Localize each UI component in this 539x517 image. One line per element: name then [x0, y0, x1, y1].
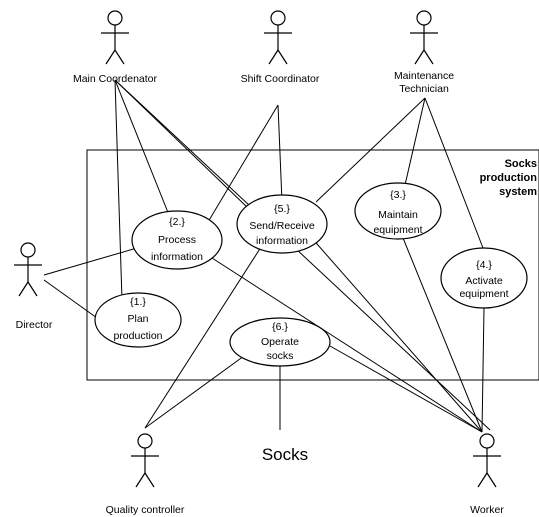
line-maint-uc3: [404, 97, 426, 186]
actor-label-director: Director: [16, 319, 53, 331]
association-lines: [43, 79, 491, 433]
uc3-line1: Maintain: [378, 209, 418, 221]
line-qc-uc5: [144, 243, 264, 429]
uc5-number: {5.}: [274, 203, 290, 215]
uc2-number: {2.}: [169, 216, 185, 228]
uc6-line2: socks: [267, 350, 294, 362]
system-title-line3: system: [499, 186, 537, 198]
line-worker-uc3: [402, 237, 483, 433]
uc1-line2: production: [113, 330, 162, 342]
actor-icon: [410, 10, 438, 65]
actor-shift-coordinator: Shift Coordinator: [241, 10, 320, 85]
actor-quality-controller: Quality controller: [106, 433, 185, 516]
actor-label-shift-coordinator: Shift Coordinator: [241, 73, 320, 85]
actor-label-quality-controller: Quality controller: [106, 504, 185, 516]
use-case-6: {6.} Operate socks: [229, 317, 331, 367]
uc2-line1: Process: [158, 234, 196, 246]
system-boundary: [86, 149, 539, 381]
actor-icon: [14, 242, 42, 297]
line-shiftcoord-uc5: [277, 104, 283, 203]
uc6-line1: Operate: [261, 336, 299, 348]
actor-label-maintenance-line1: Maintenance: [394, 70, 454, 82]
uc5-line2: information: [256, 235, 308, 247]
actor-icon: [264, 10, 292, 65]
use-case-5: {5.} Send/Receive information: [236, 194, 328, 254]
line-qc-uc6: [144, 355, 245, 429]
uc3-line2: equipment: [373, 224, 422, 236]
line-director-uc1: [43, 279, 98, 319]
actor-icon: [131, 433, 159, 488]
line-maint-uc5: [315, 97, 426, 203]
actor-icon: [473, 433, 501, 488]
actor-worker: Worker: [470, 433, 504, 516]
use-case-1: {1.} Plan production: [94, 292, 182, 348]
line-shiftcoord-uc2: [207, 104, 279, 223]
line-maincoord-worker: [114, 79, 491, 431]
uc1-line1: Plan: [127, 313, 148, 325]
uc6-number: {6.}: [272, 321, 288, 333]
actor-label-worker: Worker: [470, 504, 504, 516]
system-title-line1: Socks: [505, 158, 537, 170]
uc3-number: {3.}: [390, 189, 406, 201]
line-director-uc2: [43, 247, 138, 276]
line-worker-uc4: [481, 307, 485, 433]
uc4-number: {4.}: [476, 259, 492, 271]
uc4-line1: Activate: [465, 275, 503, 287]
line-worker-uc6: [329, 345, 483, 433]
uc2-line2: information: [151, 251, 203, 263]
line-worker-uc5: [302, 227, 483, 433]
actor-icon: [101, 10, 129, 65]
line-maincoord-uc1: [114, 79, 123, 301]
line-worker-uc2: [211, 257, 483, 433]
actor-label-main-coordinator: Main Coordenator: [73, 73, 158, 85]
line-maincoord-uc2: [114, 79, 176, 231]
uc5-line1: Send/Receive: [249, 220, 315, 232]
uc1-number: {1.}: [130, 296, 146, 308]
line-maint-uc4: [424, 97, 484, 249]
uc4-line2: equipment: [459, 288, 508, 300]
system-title: Socks production system: [480, 158, 538, 198]
system-title-line2: production: [480, 172, 538, 184]
use-case-2: {2.} Process information: [131, 210, 223, 270]
actor-director: Director: [14, 242, 53, 331]
use-case-4: {4.} Activate equipment: [440, 247, 528, 309]
socks-label: Socks: [262, 445, 308, 464]
use-case-3: {3.} Maintain equipment: [354, 182, 442, 240]
actor-label-maintenance-line2: Technician: [399, 83, 449, 95]
actor-maintenance-technician: Maintenance Technician: [394, 10, 454, 95]
actor-main-coordinator: Main Coordenator: [73, 10, 158, 85]
